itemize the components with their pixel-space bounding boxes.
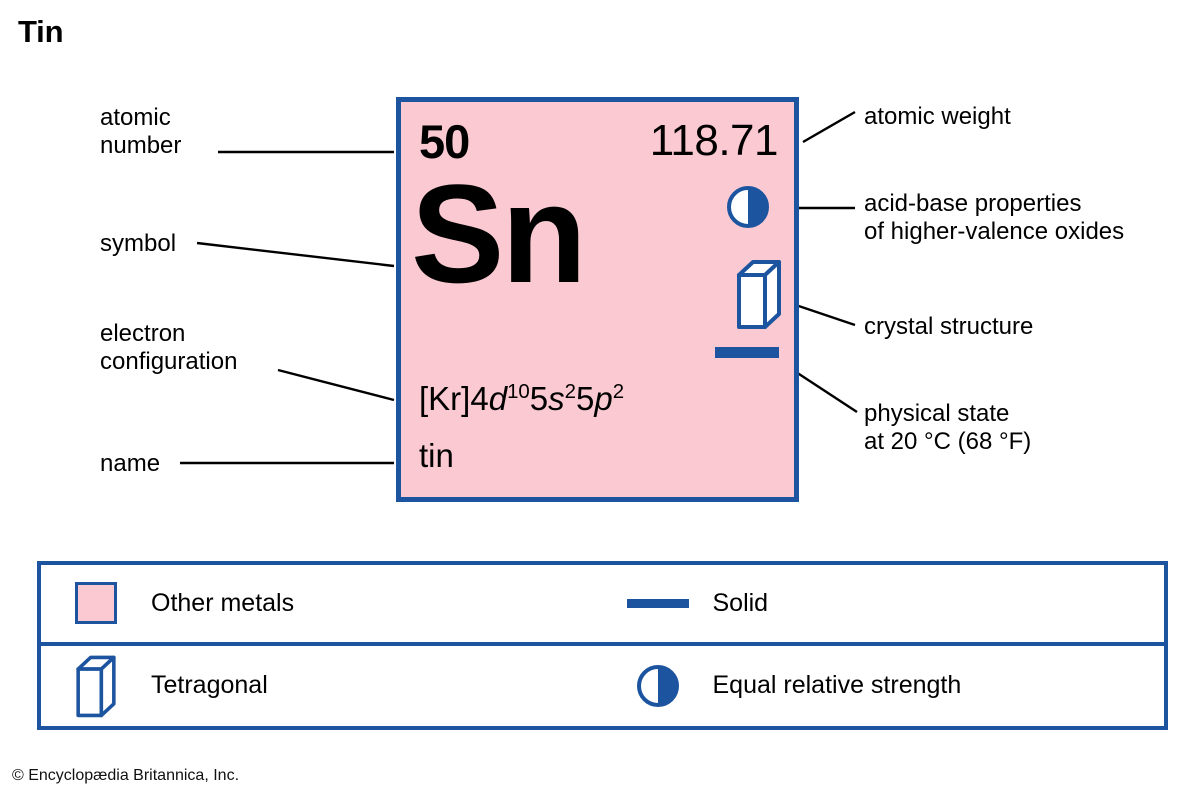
ec-core: [Kr]4 bbox=[419, 380, 489, 417]
ec-d-letter: d bbox=[488, 380, 508, 417]
callout-atomic-weight: atomic weight bbox=[864, 103, 1011, 130]
ec-s-letter: s bbox=[548, 380, 565, 417]
element-tile: 50 118.71 Sn [Kr]4d105s25p2 tin bbox=[396, 97, 799, 502]
legend: Other metals Solid Tetragonal bbox=[37, 561, 1168, 730]
legend-swatch-wrap bbox=[603, 664, 713, 708]
callout-name: name bbox=[100, 450, 161, 477]
legend-label-solid: Solid bbox=[712, 588, 769, 617]
legend-item-other-metals: Other metals bbox=[41, 565, 603, 642]
tetragonal-prism-icon bbox=[737, 260, 781, 329]
ec-p-letter: p bbox=[594, 380, 613, 417]
copyright-notice: © Encyclopædia Britannica, Inc. bbox=[12, 767, 240, 784]
atomic-number-value: 50 bbox=[419, 115, 470, 168]
element-symbol-value: Sn bbox=[411, 155, 587, 312]
legend-label-equal-relative-strength: Equal relative strength bbox=[712, 671, 962, 700]
callout-atomic-number: atomic number bbox=[100, 104, 182, 159]
half-filled-circle-icon bbox=[636, 664, 679, 707]
ec-5: 5 bbox=[529, 380, 549, 417]
leader-symbol bbox=[196, 241, 395, 268]
electron-configuration-value: [Kr]4d105s25p2 bbox=[419, 380, 625, 417]
ec-p-superscript: 2 bbox=[612, 380, 625, 403]
leader-atomic-weight bbox=[802, 110, 856, 144]
legend-swatch-wrap bbox=[41, 653, 151, 719]
legend-swatch-wrap bbox=[603, 598, 713, 608]
callout-physical-state: physical state at 20 °C (68 °F) bbox=[864, 400, 1032, 455]
legend-label-tetragonal: Tetragonal bbox=[151, 671, 268, 700]
legend-item-solid: Solid bbox=[603, 565, 1165, 642]
legend-row: Tetragonal Equal relative strength bbox=[41, 646, 1164, 727]
ec-5b: 5 bbox=[576, 380, 595, 417]
callout-crystal-structure: crystal structure bbox=[864, 313, 1034, 340]
atomic-weight-value: 118.71 bbox=[649, 116, 779, 165]
callout-electron-config: electron configuration bbox=[100, 320, 238, 375]
solid-bar-icon bbox=[715, 347, 779, 358]
pink-square-swatch bbox=[75, 582, 117, 625]
ec-d-superscript: 10 bbox=[507, 380, 530, 403]
tetragonal-prism-icon bbox=[76, 655, 116, 717]
leader-electron-config bbox=[277, 368, 395, 402]
page-title: Tin bbox=[18, 14, 64, 49]
legend-label-other-metals: Other metals bbox=[151, 588, 295, 617]
legend-item-tetragonal: Tetragonal bbox=[41, 646, 603, 727]
legend-item-equal-relative-strength: Equal relative strength bbox=[603, 646, 1165, 727]
legend-swatch-wrap bbox=[41, 582, 151, 625]
ec-s-superscript: 2 bbox=[564, 380, 577, 403]
half-filled-circle-icon bbox=[727, 186, 769, 228]
callout-acid-base: acid-base properties of higher-valence o… bbox=[864, 190, 1125, 245]
callout-symbol: symbol bbox=[100, 230, 177, 257]
legend-row: Other metals Solid bbox=[41, 565, 1164, 646]
element-name-value: tin bbox=[419, 437, 454, 474]
blue-line-swatch bbox=[626, 598, 689, 608]
